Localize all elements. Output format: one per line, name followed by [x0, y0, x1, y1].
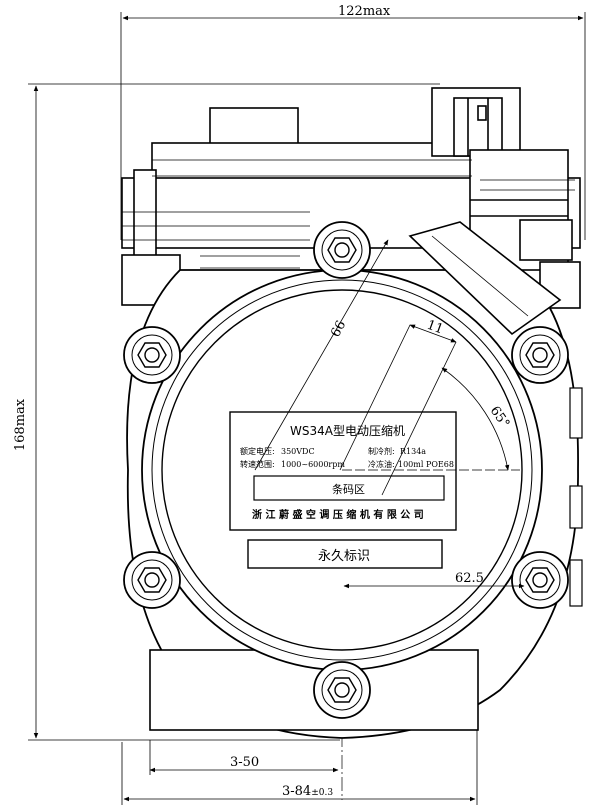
overall-height-label: 168max — [13, 398, 28, 451]
refrigerant-label: 制冷剂: — [368, 446, 395, 456]
bolt-top — [313, 221, 371, 279]
angled-port — [408, 221, 562, 336]
offset-62-5-label: 62.5 — [455, 571, 484, 586]
lower-mount-label: 3-50 — [230, 755, 259, 770]
overall-height-dimension — [28, 83, 440, 741]
angle-65-dimension — [342, 367, 520, 471]
speed-label: 转速范围: — [240, 459, 275, 469]
bolt-upper-left — [123, 326, 181, 384]
oil-label: 冷冻油: — [368, 459, 395, 469]
top-housing-details — [122, 159, 575, 269]
radius-66-dimension — [254, 239, 389, 471]
nameplate-title: WS34A型电动压缩机 — [290, 423, 405, 438]
barcode-area-label: 条码区 — [332, 482, 365, 496]
offset-11-dimension — [339, 324, 457, 496]
bolt-lower-right — [511, 551, 569, 609]
manufacturer-name: 浙 江 蔚 盛 空 调 压 缩 机 有 限 公 司 — [252, 508, 424, 521]
permanent-marking-label: 永久标识 — [318, 549, 370, 564]
speed-value: 1000~6000rpm — [281, 460, 345, 469]
lower-mount-dimension — [149, 740, 339, 775]
offset-11-label: 11 — [425, 318, 446, 338]
bottom-width-label: 3-84±0.3 — [282, 784, 333, 799]
bolt-upper-right — [511, 326, 569, 384]
oil-value: 100ml POE68 — [398, 460, 454, 469]
nameplate: WS34A型电动压缩机 额定电压: 350VDC 制冷剂: R134a 转速范围… — [229, 411, 457, 531]
rated-voltage-value: 350VDC — [281, 447, 315, 456]
rated-voltage-label: 额定电压: — [240, 446, 275, 456]
barcode-box — [253, 475, 445, 501]
refrigerant-value: R134a — [400, 447, 426, 456]
permanent-marking: 永久标识 — [247, 539, 443, 569]
bottom-width-tolerance: ±0.3 — [311, 788, 333, 798]
overall-width-dimension — [120, 12, 586, 240]
radius-66-label: 66 — [328, 318, 349, 340]
side-ribs — [569, 387, 583, 607]
overall-width-label: 122max — [338, 4, 391, 19]
bolt-lower-left — [123, 551, 181, 609]
bolt-bottom — [313, 661, 371, 719]
